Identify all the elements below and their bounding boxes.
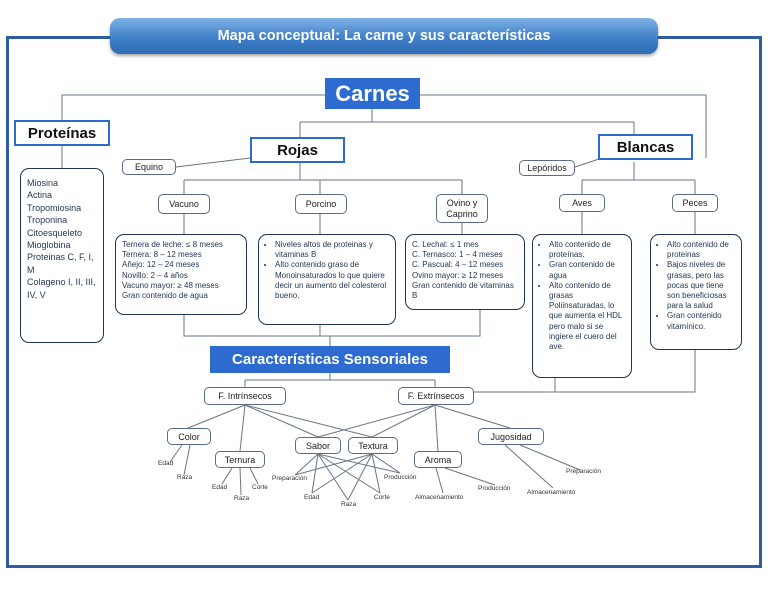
proteinas-item: Miosina <box>27 178 59 188</box>
leaf-color-edad: Edad <box>158 460 174 467</box>
ovino-list: C. Lechal: ≤ 1 mes C. Ternasco: 1 – 4 me… <box>405 234 525 310</box>
peces-item: Gran contenido vitamínico. <box>667 311 735 331</box>
node-color: Color <box>167 428 211 445</box>
ovino-item: Gran contenido de vitaminas B <box>412 280 514 301</box>
vacuno-list: Ternera de leche: ≤ 8 meses Ternera: 8 –… <box>115 234 247 315</box>
vacuno-item: Ternera: 8 – 12 meses <box>122 250 202 260</box>
vacuno-item: Gran contenido de agua <box>122 291 208 301</box>
node-blancas: Blancas <box>598 134 693 160</box>
leaf-ternura-corte: Corte <box>252 484 268 491</box>
node-rojas: Rojas <box>250 137 345 163</box>
leaf-corte: Corte <box>374 494 390 501</box>
ovino-item: C. Lechal: ≤ 1 mes <box>412 240 479 249</box>
leaf-raza: Raza <box>341 501 357 508</box>
peces-item: Alto contenido de proteinas <box>667 240 735 260</box>
leaf-preparacion: Preparación <box>272 475 308 482</box>
node-equino: Equino <box>122 159 176 175</box>
node-ovino-caprino: Ovino y Caprino <box>436 194 488 223</box>
aves-item: Alto contenido de grasas Poliinsaturadas… <box>549 281 625 352</box>
leaf-jugosidad-almacenamiento: Almacenamiento <box>527 489 576 496</box>
peces-item: Bajos niveles de grasas, pero las pocas … <box>667 260 735 311</box>
proteinas-item: Troponina <box>27 215 68 226</box>
porcino-item: Alto contenido graso de Monoinsaturados … <box>275 260 389 301</box>
proteinas-item: Proteinas C, F, I, M <box>27 252 94 275</box>
node-sabor: Sabor <box>295 437 341 454</box>
ovino-item: C. Ternasco: 1 – 4 meses <box>412 250 503 260</box>
node-peces: Peces <box>672 194 718 212</box>
aves-item: Alto contenido de proteínas. <box>549 240 625 260</box>
porcino-list: Niveles altos de proteinas y vitaminas B… <box>258 234 396 325</box>
node-leporidos: Lepóridos <box>519 160 575 176</box>
leaf-color-raza: Raza <box>177 474 193 481</box>
node-aroma: Aroma <box>414 451 462 468</box>
node-f-extrinsecos: F. Extrínsecos <box>398 387 474 405</box>
vacuno-item: Vacuno mayor: ≥ 48 meses <box>122 280 219 290</box>
vacuno-item: Novillo: 2 – 4 años <box>122 270 188 280</box>
proteinas-list: Miosina Actina Tropomiosina Troponina Ci… <box>20 168 104 343</box>
node-proteinas: Proteínas <box>14 120 110 146</box>
aves-list: Alto contenido de proteínas. Gran conten… <box>532 234 632 378</box>
node-caracteristicas-sensoriales: Características Sensoriales <box>210 346 450 373</box>
diagram-title: Mapa conceptual: La carne y sus caracter… <box>110 18 658 54</box>
ovino-item: C. Pascual: 4 – 12 meses <box>412 260 504 270</box>
node-aves: Aves <box>559 194 605 212</box>
proteinas-item: Actina <box>27 190 53 201</box>
proteinas-item: Colageno I, II, III, IV, V <box>27 277 96 300</box>
ovino-item: Ovino mayor: ≥ 12 meses <box>412 270 504 280</box>
node-f-intrinsecos: F. Intrínsecos <box>204 387 286 405</box>
vacuno-item: Ternera de leche: ≤ 8 meses <box>122 240 223 249</box>
porcino-item: Niveles altos de proteinas y vitaminas B <box>275 240 389 260</box>
node-vacuno: Vacuno <box>158 194 210 214</box>
proteinas-item: Tropomiosina <box>27 202 82 213</box>
proteinas-item: Mioglobina <box>27 240 71 251</box>
node-porcino: Porcino <box>295 194 347 214</box>
leaf-edad: Edad <box>304 494 320 501</box>
node-jugosidad: Jugosidad <box>478 428 544 445</box>
peces-list: Alto contenido de proteinas Bajos nivele… <box>650 234 742 350</box>
node-textura: Textura <box>348 437 398 454</box>
leaf-ternura-raza: Raza <box>234 495 250 502</box>
leaf-produccion: Producción <box>384 474 417 481</box>
node-carnes: Carnes <box>325 78 420 109</box>
node-ternura: Ternura <box>215 451 265 468</box>
leaf-aroma-produccion: Producción <box>478 485 511 492</box>
leaf-aroma-almacenamiento: Almacenamiento <box>415 494 464 501</box>
aves-item: Gran contenido de agua <box>549 260 625 280</box>
leaf-ternura-edad: Edad <box>212 484 228 491</box>
proteinas-item: Citoesqueleto <box>27 227 83 238</box>
vacuno-item: Añejo: 12 – 24 meses <box>122 260 200 270</box>
leaf-jugosidad-preparacion: Preparación <box>566 468 602 475</box>
